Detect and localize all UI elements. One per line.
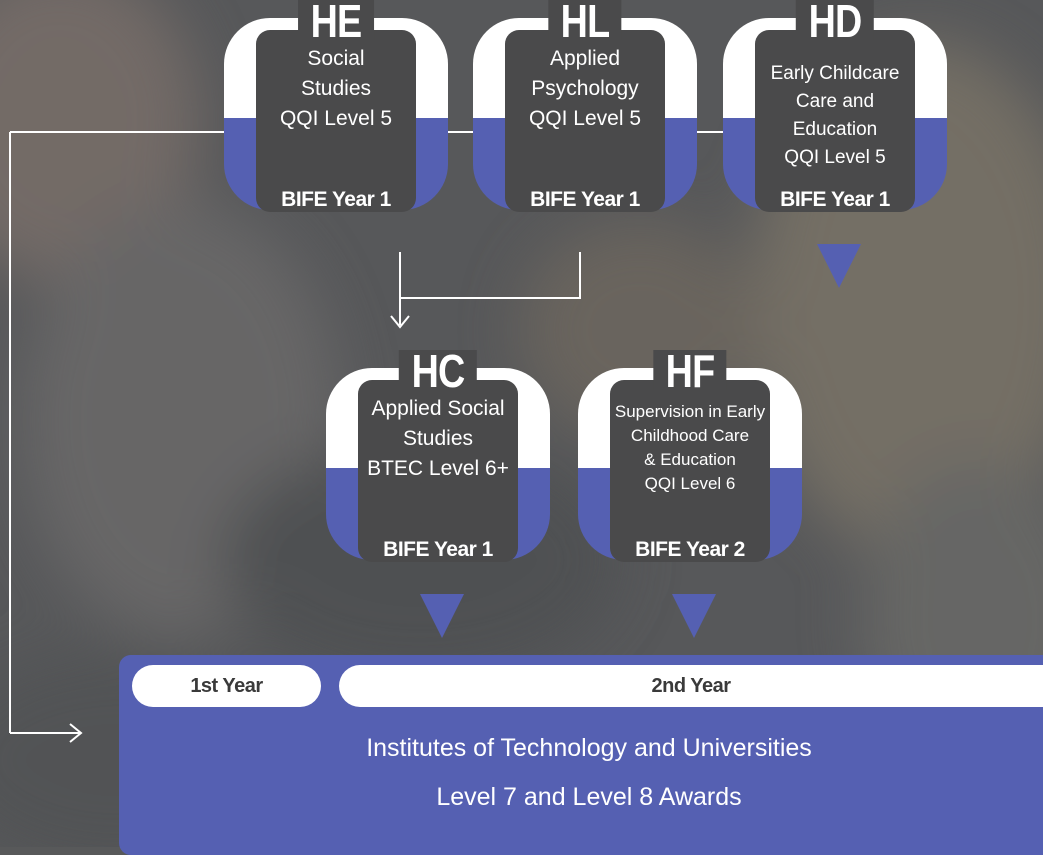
course-title: Early Childcare Care and Education QQI L… xyxy=(770,63,900,168)
course-inner-panel xyxy=(610,380,770,562)
course-code: HF xyxy=(665,345,715,397)
course-code-backing: HC xyxy=(398,350,478,390)
course-code-backing: HF xyxy=(653,350,727,390)
course-year: BIFE Year 1 xyxy=(383,538,493,561)
course-inner-panel xyxy=(358,380,518,562)
course-code: HL xyxy=(560,0,610,47)
first-year-pill: 1st Year xyxy=(132,665,321,707)
course-code-backing: HL xyxy=(548,0,622,40)
course-code: HD xyxy=(808,0,863,47)
course-title: Applied Social Studies BTEC Level 6+ xyxy=(367,397,509,480)
destination-line-2: Level 7 and Level 8 Awards xyxy=(436,783,742,811)
course-code: HE xyxy=(310,0,363,47)
course-card-hc: HC HC Applied Social Studies BTEC Level … xyxy=(326,345,550,638)
course-pointer xyxy=(420,594,464,638)
connector-hl-down xyxy=(400,252,581,299)
course-year: BIFE Year 2 xyxy=(635,538,745,561)
connector-down-arrowhead xyxy=(390,315,410,329)
second-year-pill: 2nd Year xyxy=(339,665,1043,707)
course-pointer xyxy=(672,594,716,638)
course-inner-panel xyxy=(755,30,915,212)
course-year: BIFE Year 1 xyxy=(780,188,890,211)
connector-left-arrowhead xyxy=(69,723,83,743)
course-pointer xyxy=(817,244,861,288)
course-card-hd: HD HD Early Childcare Care and Education… xyxy=(723,0,947,288)
course-title: Supervision in Early Childhood Care & Ed… xyxy=(614,402,766,493)
course-card-hl: HL HL Applied Psychology QQI Level 5 BIF… xyxy=(473,0,697,212)
course-title: Social Studies QQI Level 5 xyxy=(279,47,393,130)
course-inner-panel xyxy=(256,30,416,212)
destination-line-1: Institutes of Technology and Universitie… xyxy=(366,734,812,762)
course-year: BIFE Year 1 xyxy=(530,188,640,211)
course-code-backing: HD xyxy=(795,0,875,40)
course-title: Applied Psychology QQI Level 5 xyxy=(528,47,642,130)
course-code-backing: HE xyxy=(298,0,374,40)
course-code: HC xyxy=(411,345,466,397)
course-card-hf: HF HF Supervision in Early Childhood Car… xyxy=(578,345,802,638)
course-year: BIFE Year 1 xyxy=(281,188,391,211)
course-card-he: HE HE Social Studies QQI Level 5 BIFE Ye… xyxy=(224,0,448,212)
course-inner-panel xyxy=(505,30,665,212)
